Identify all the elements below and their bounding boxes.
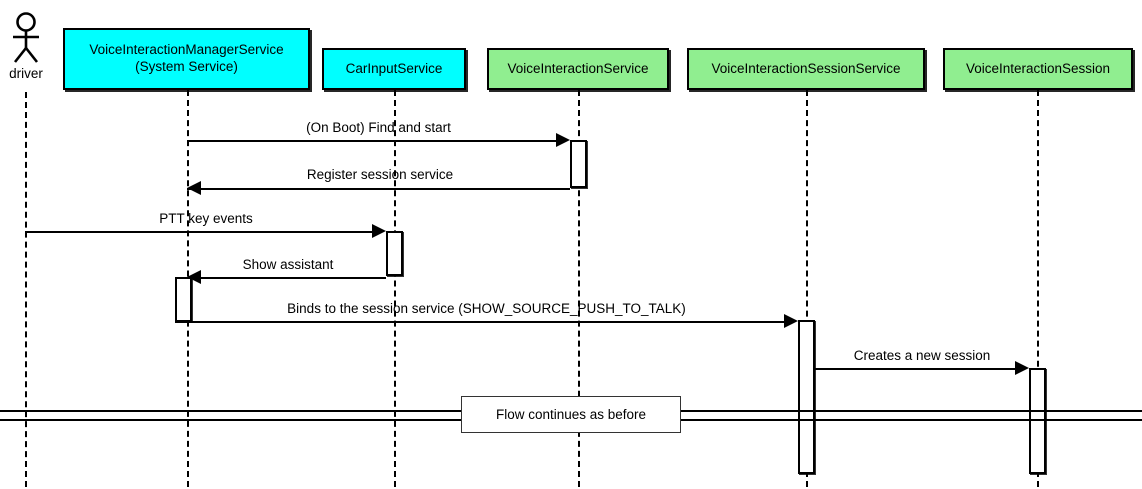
lifeline-voiceinteractionsession <box>1037 90 1039 487</box>
divider-note-label: Flow continues as before <box>495 407 647 422</box>
participant-voiceinteractionmanagerservice[interactable]: VoiceInteractionManagerService (System S… <box>63 28 310 90</box>
message-line-creates-a-new-session <box>815 368 1019 370</box>
message-arrowhead-binds-to-session-service <box>784 314 798 328</box>
lifeline-carinputservice <box>394 90 396 487</box>
participant-label-line2: (System Service) <box>135 59 238 74</box>
participant-label: VoiceInteractionService <box>507 60 649 76</box>
message-line-binds-to-session-service <box>175 321 788 323</box>
participant-voiceinteractionservice[interactable]: VoiceInteractionService <box>487 48 669 90</box>
message-label-on-boot-find-and-start: (On Boot) Find and start <box>306 120 451 135</box>
lifeline-voiceinteractionservice <box>578 90 580 487</box>
participant-label: VoiceInteractionSessionService <box>711 60 901 76</box>
divider-line-bottom-left <box>0 419 462 421</box>
activation-voiceinteractionservice <box>570 140 587 188</box>
message-label-register-session-service: Register session service <box>306 167 454 182</box>
actor-driver <box>8 12 44 64</box>
message-line-register-session-service <box>187 188 570 190</box>
activation-voiceinteractionsessionservice <box>798 320 815 474</box>
message-arrowhead-show-assistant <box>187 270 201 284</box>
divider-line-top-right <box>680 410 1142 412</box>
lifeline-voiceinteractionsessionservice <box>806 90 808 487</box>
message-label-ptt-key-events: PTT key events <box>159 211 253 226</box>
message-arrowhead-register-session-service <box>187 181 201 195</box>
message-line-on-boot-find-and-start <box>187 140 560 142</box>
actor-driver-label: driver <box>9 66 43 81</box>
message-label-show-assistant: Show assistant <box>242 257 334 272</box>
message-label-binds-to-session-service: Binds to the session service (SHOW_SOURC… <box>287 301 686 316</box>
message-line-ptt-key-events <box>25 231 376 233</box>
divider-line-bottom-right <box>680 419 1142 421</box>
message-arrowhead-ptt-key-events <box>372 224 386 238</box>
message-arrowhead-on-boot-find-and-start <box>556 133 570 147</box>
message-label-creates-a-new-session: Creates a new session <box>853 348 991 363</box>
stick-figure-actor-icon <box>13 12 39 63</box>
participant-voiceinteractionsessionservice[interactable]: VoiceInteractionSessionService <box>687 48 925 90</box>
divider-line-top-left <box>0 410 462 412</box>
message-line-show-assistant <box>187 277 386 279</box>
message-arrowhead-creates-a-new-session <box>1015 361 1029 375</box>
participant-label: CarInputService <box>345 60 443 76</box>
divider-note-flow-continues: Flow continues as before <box>461 396 681 433</box>
activation-carinputservice <box>386 231 403 276</box>
participant-label-line1: VoiceInteractionManagerService <box>89 42 284 58</box>
participant-voiceinteractionsession[interactable]: VoiceInteractionSession <box>943 48 1133 90</box>
participant-carinputservice[interactable]: CarInputService <box>322 48 466 90</box>
participant-label: VoiceInteractionSession <box>965 60 1111 76</box>
lifeline-driver <box>25 92 27 487</box>
activation-voiceinteractionsession <box>1029 368 1046 474</box>
